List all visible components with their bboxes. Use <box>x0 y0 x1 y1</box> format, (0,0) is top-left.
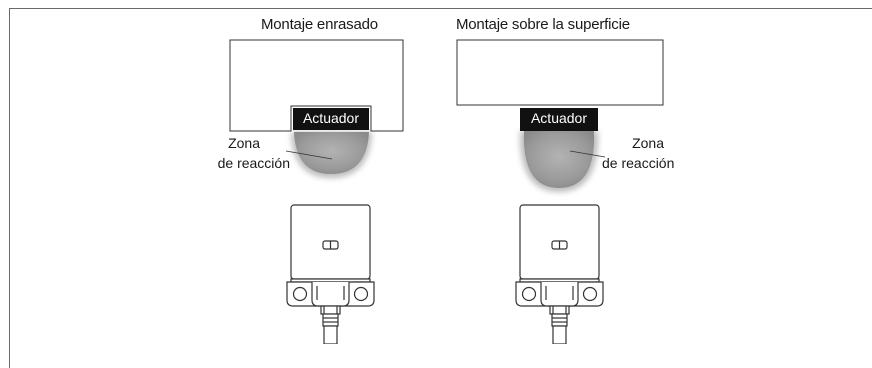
surface-mount-block <box>457 40 663 105</box>
actuator-right: Actuador <box>520 108 598 131</box>
zone-label-left-line1: Zona <box>200 134 260 152</box>
zone-label-right-line1: Zona <box>600 134 664 152</box>
flush-mount-diagram <box>230 40 403 344</box>
zone-label-right-line2: de reacción <box>602 154 674 172</box>
actuator-left: Actuador <box>293 108 369 130</box>
sensor-right <box>516 205 603 344</box>
flush-mount-title: Montaje enrasado <box>261 16 378 33</box>
surface-mount-diagram <box>457 40 663 344</box>
sensor-left <box>287 205 374 344</box>
mounting-diagram <box>0 0 872 344</box>
zone-label-left-line2: de reacción <box>180 154 290 172</box>
surface-mount-title: Montaje sobre la superficie <box>456 16 630 33</box>
